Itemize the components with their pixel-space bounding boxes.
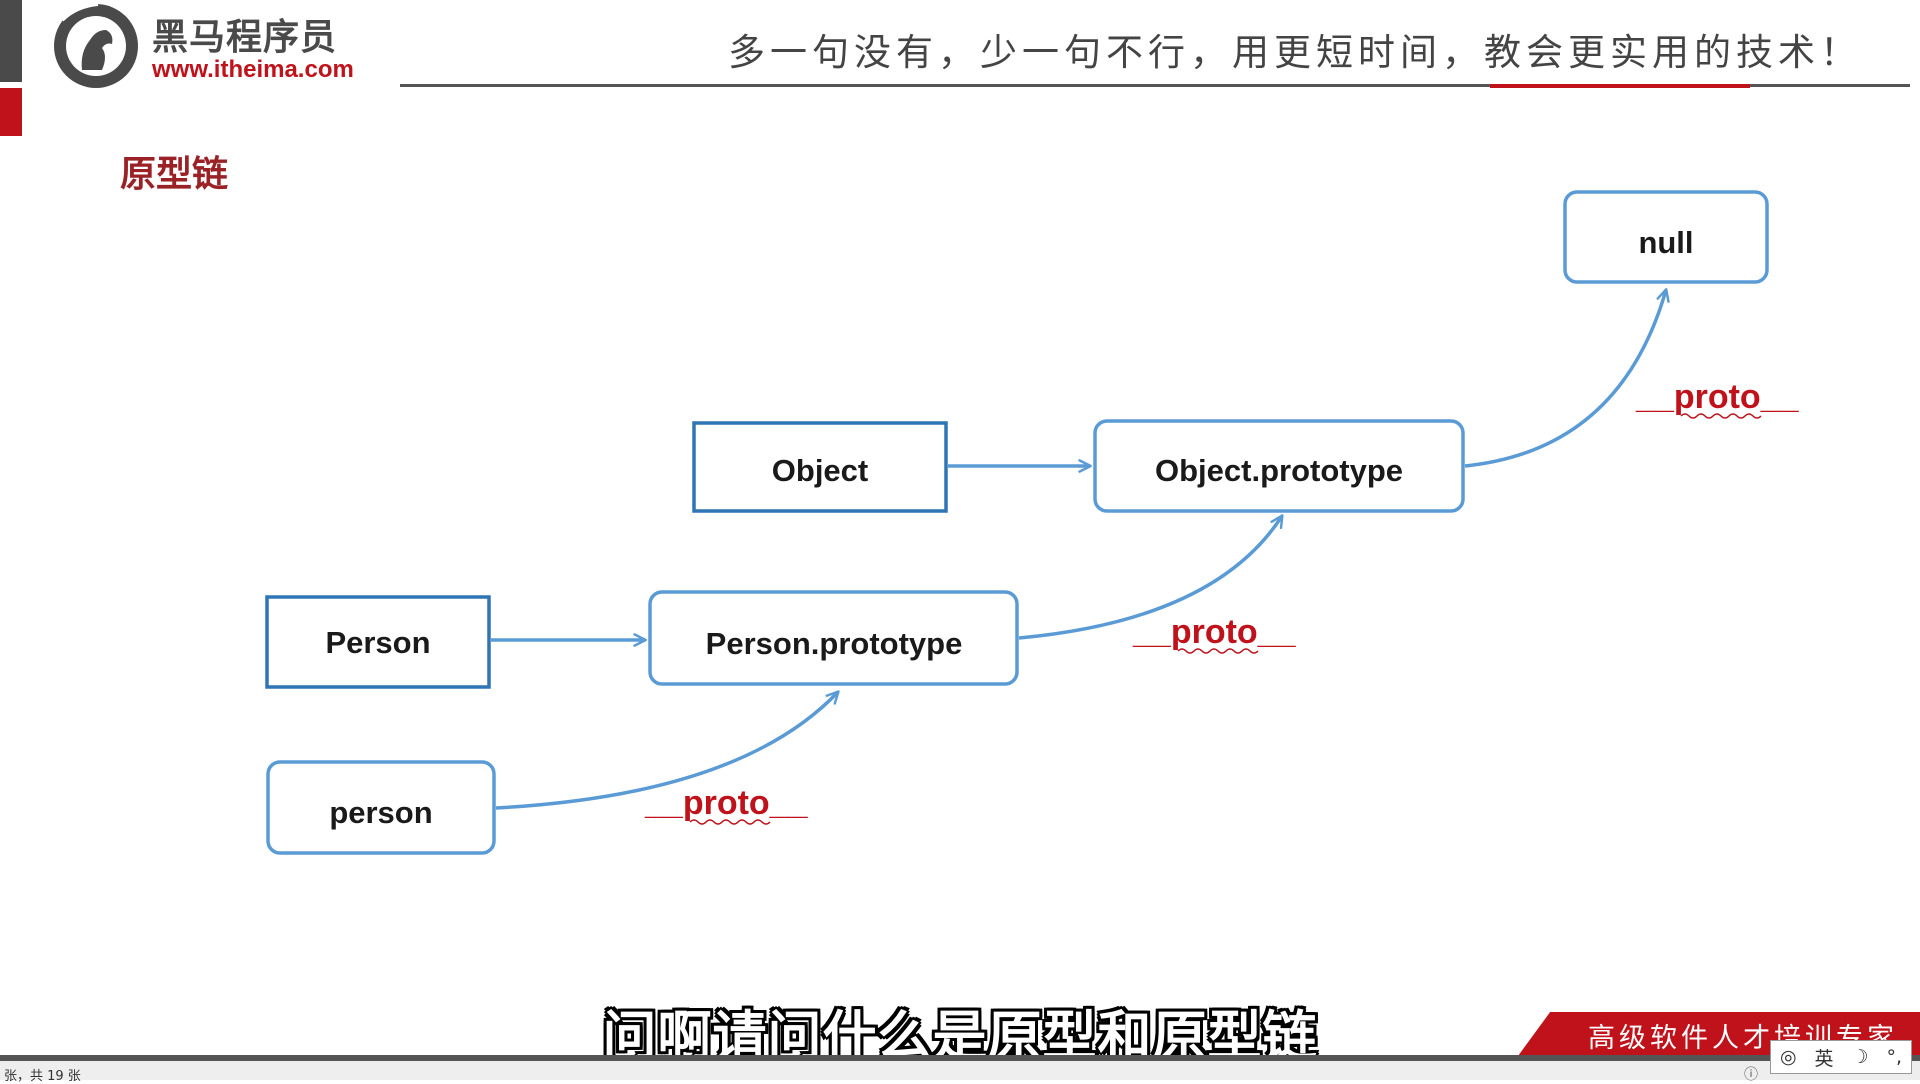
node-object-label: Object (772, 453, 868, 488)
node-person-instance: person (266, 760, 496, 855)
proto-label-1: __proto__ (644, 784, 809, 822)
moon-icon[interactable]: ☽ (1851, 1046, 1869, 1068)
left-accent-bar-red (0, 88, 22, 136)
node-person-constructor-label: Person (325, 625, 430, 660)
node-person-prototype-label: Person.prototype (706, 626, 963, 661)
proto-underline-3 (1680, 413, 1762, 419)
proto-label-2: __proto__ (1132, 613, 1297, 651)
info-icon[interactable]: ⓘ (1744, 1067, 1758, 1083)
slogan: 多一句没有，少一句不行，用更短时间，教会更实用的技术！ (728, 31, 1862, 74)
node-object: Object (692, 421, 948, 513)
slide-counter: 张，共 19 张 (4, 1069, 81, 1084)
punctuation-icon[interactable]: °, (1886, 1046, 1902, 1068)
header-divider (400, 84, 1910, 87)
node-person-constructor: Person (265, 595, 491, 689)
proto-label-3: __proto__ (1635, 378, 1800, 416)
node-person-prototype: Person.prototype (648, 590, 1019, 686)
ime-logo-icon[interactable]: ◎ (1779, 1046, 1797, 1068)
node-null: null (1563, 190, 1769, 284)
left-accent-bar-dark (0, 0, 22, 82)
header-red-accent (1490, 84, 1750, 88)
page-title: 原型链 (120, 154, 229, 195)
proto-underline-2 (1177, 648, 1259, 654)
node-object-prototype-label: Object.prototype (1155, 453, 1403, 488)
node-null-label: null (1638, 225, 1693, 260)
arrow-object-prototype-proto (1464, 288, 1670, 468)
brand-name: 黑马程序员 (152, 17, 338, 58)
horse-logo-icon (54, 2, 138, 88)
arrow-person-prototype-proto (1018, 514, 1284, 640)
ime-toolbar[interactable]: ◎ 英 ☽ °, (1770, 1040, 1912, 1074)
ime-mode-label[interactable]: 英 (1814, 1047, 1834, 1070)
arrow-person-instance-proto (495, 690, 840, 810)
proto-underline-1 (689, 819, 771, 825)
node-person-instance-label: person (329, 795, 432, 830)
brand-url: www.itheima.com (152, 56, 354, 83)
status-bar: 张，共 19 张 ⓘ (0, 1055, 1920, 1084)
node-object-prototype: Object.prototype (1093, 419, 1465, 513)
